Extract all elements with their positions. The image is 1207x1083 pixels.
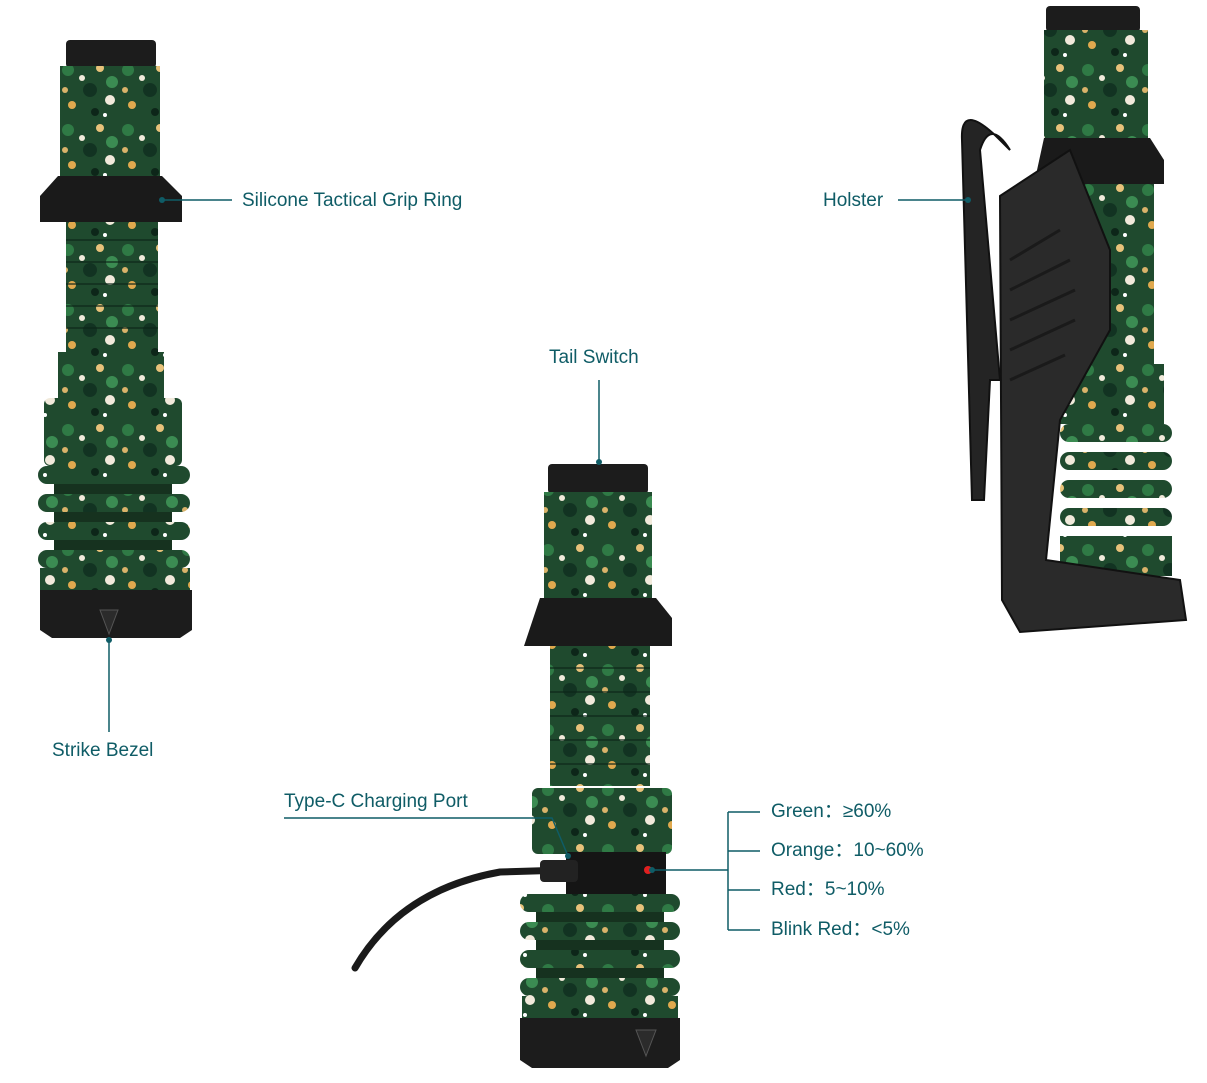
flashlight-charging-icon xyxy=(520,464,680,1068)
battery-green-label: Green：≥60% xyxy=(771,801,892,822)
leader-lines xyxy=(108,199,968,931)
holster-label: Holster xyxy=(823,190,884,211)
leader-dots xyxy=(106,197,971,873)
flashlight-front-icon xyxy=(38,40,192,638)
charging-port-leader xyxy=(284,817,569,857)
battery-orange-label: Orange：10~60% xyxy=(771,840,924,861)
strike-bezel-label: Strike Bezel xyxy=(52,740,154,761)
grip-ring-label: Silicone Tactical Grip Ring xyxy=(242,190,463,211)
tail-switch-label: Tail Switch xyxy=(549,347,639,368)
battery-red-label: Red：5~10% xyxy=(771,879,885,900)
battery-blink-red-label: Blink Red：<5% xyxy=(771,919,910,940)
usb-cable-icon xyxy=(351,860,578,972)
flashlight-holster-icon xyxy=(960,6,1188,634)
charging-port-label: Type-C Charging Port xyxy=(284,791,468,812)
